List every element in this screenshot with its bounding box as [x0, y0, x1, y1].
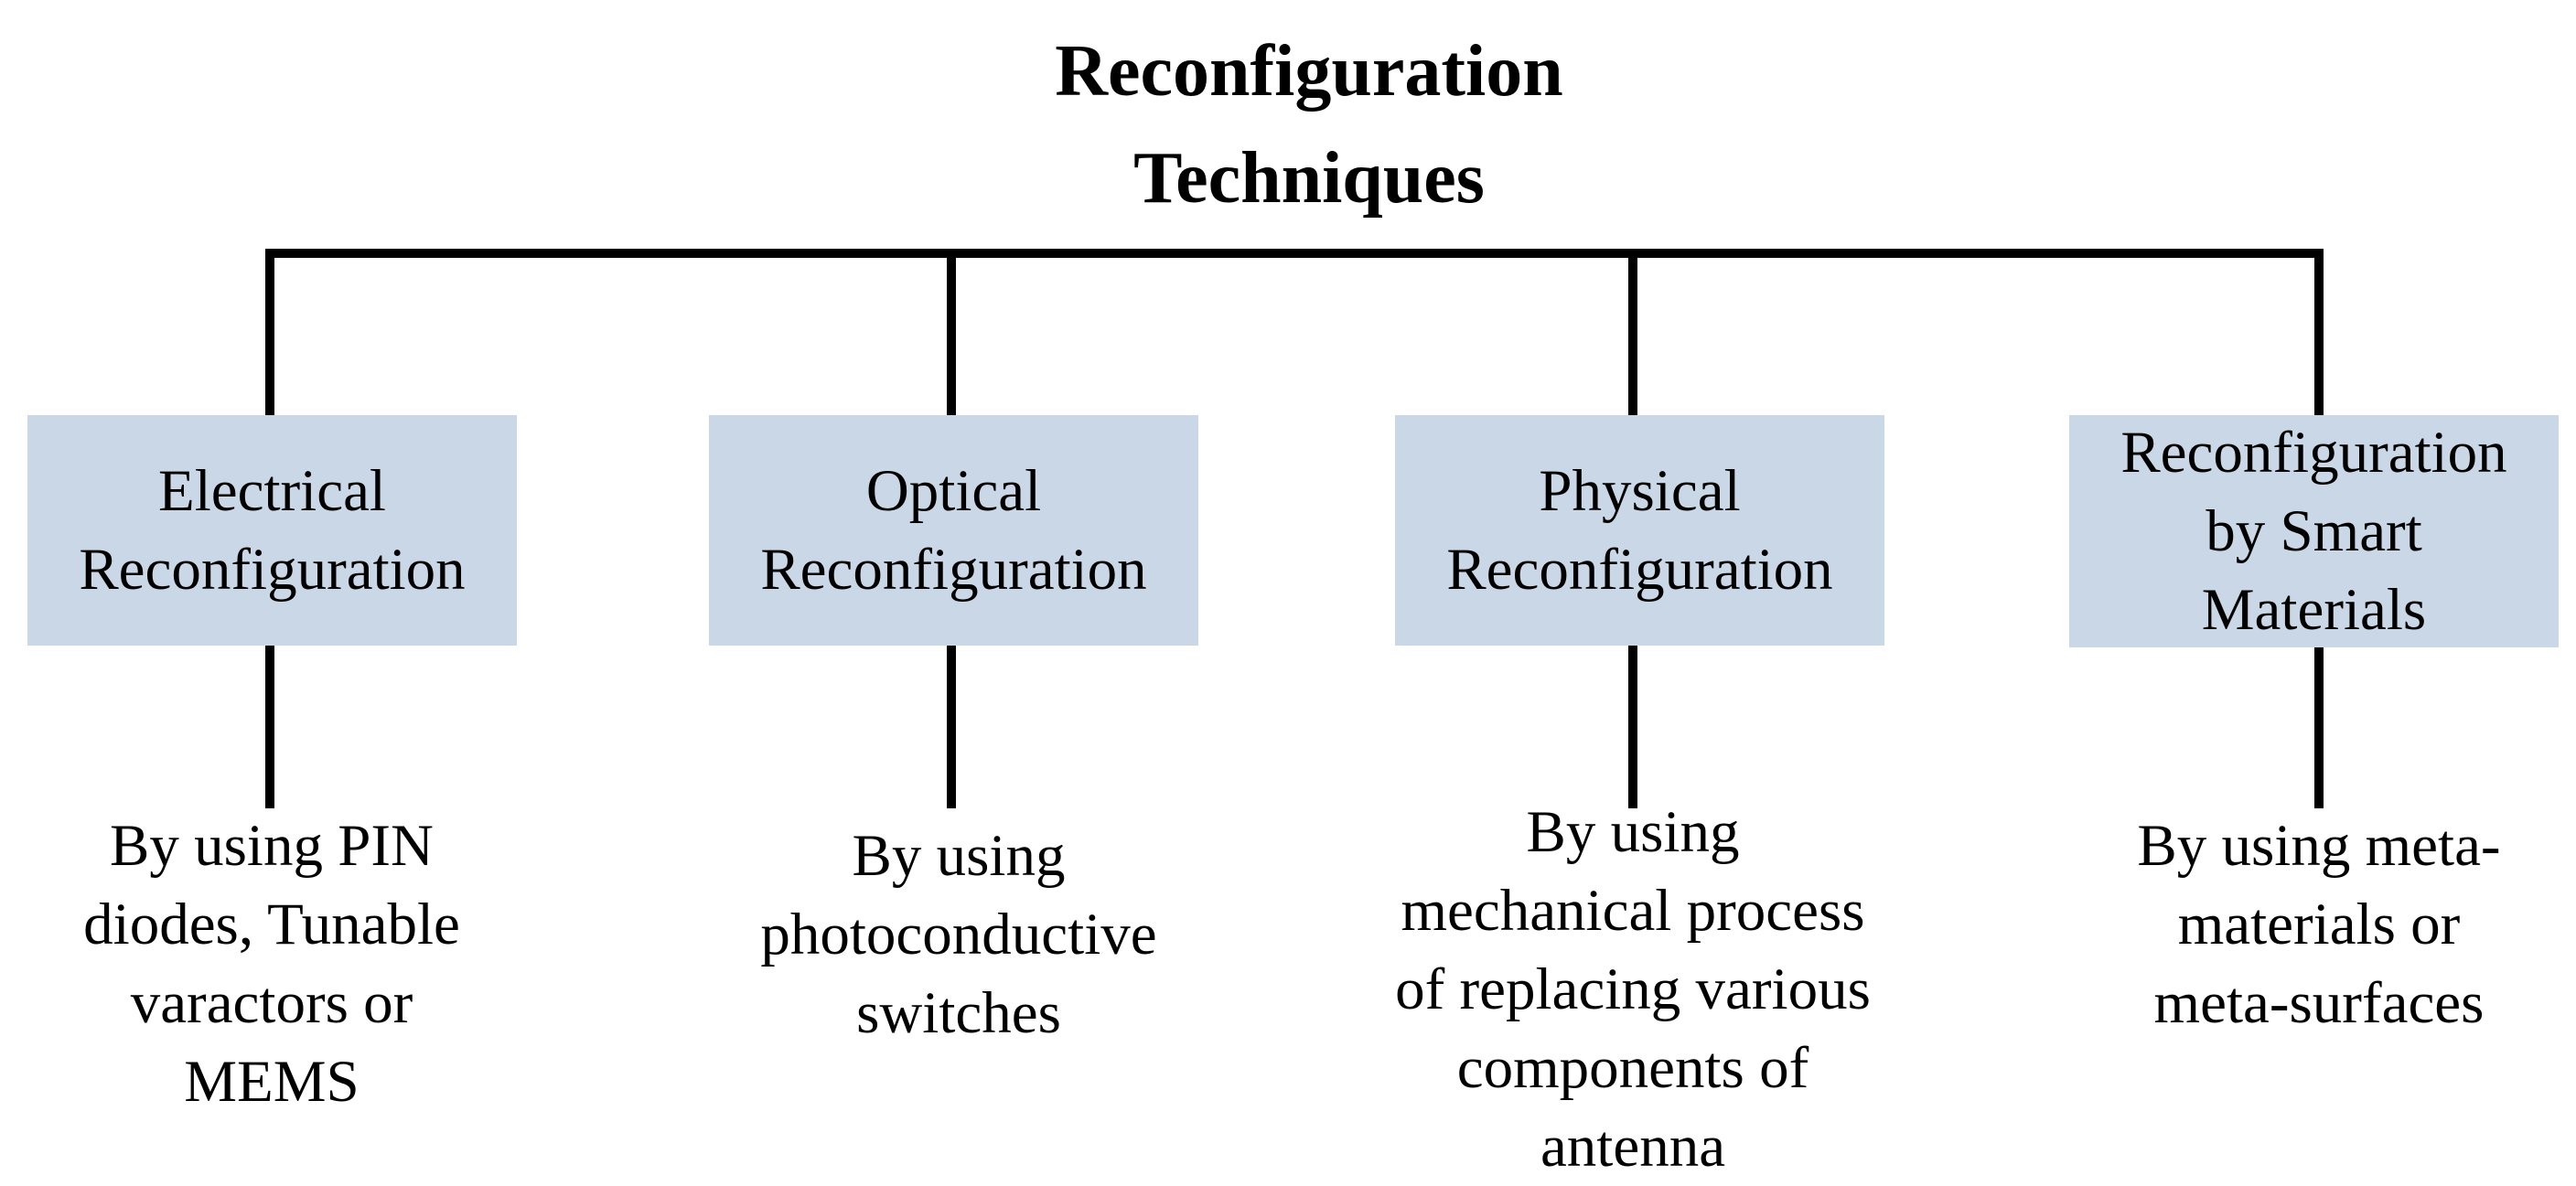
horizontal-connector [265, 249, 2324, 258]
method-text-optical: By using photoconductive switches [760, 823, 1157, 1046]
category-label-electrical: Electrical Reconfiguration [79, 458, 466, 603]
category-box-optical: Optical Reconfiguration [709, 415, 1198, 646]
root-title: Reconfiguration Techniques [1055, 31, 1563, 219]
category-box-electrical: Electrical Reconfiguration [27, 415, 517, 646]
method-text-physical: By using mechanical process of replacing… [1395, 799, 1871, 1180]
method-text-smart-materials: By using meta- materials or meta-surface… [2137, 813, 2501, 1036]
connector-physical-bottom [1628, 644, 1637, 808]
category-box-smart-materials: Reconfiguration by Smart Materials [2069, 415, 2559, 647]
connector-electrical-bottom [265, 644, 274, 808]
connector-physical-top [1628, 249, 1637, 415]
connector-smart-materials-bottom [2314, 644, 2324, 808]
category-label-optical: Optical Reconfiguration [760, 458, 1147, 603]
connector-smart-materials-top [2314, 249, 2324, 415]
category-box-physical: Physical Reconfiguration [1395, 415, 1884, 646]
method-text-electrical: By using PIN diodes, Tunable varactors o… [83, 813, 460, 1115]
connector-electrical-top [265, 249, 274, 415]
category-label-smart-materials: Reconfiguration by Smart Materials [2120, 420, 2507, 643]
connector-optical-bottom [947, 644, 956, 808]
category-label-physical: Physical Reconfiguration [1446, 458, 1833, 603]
connector-optical-top [947, 249, 956, 415]
